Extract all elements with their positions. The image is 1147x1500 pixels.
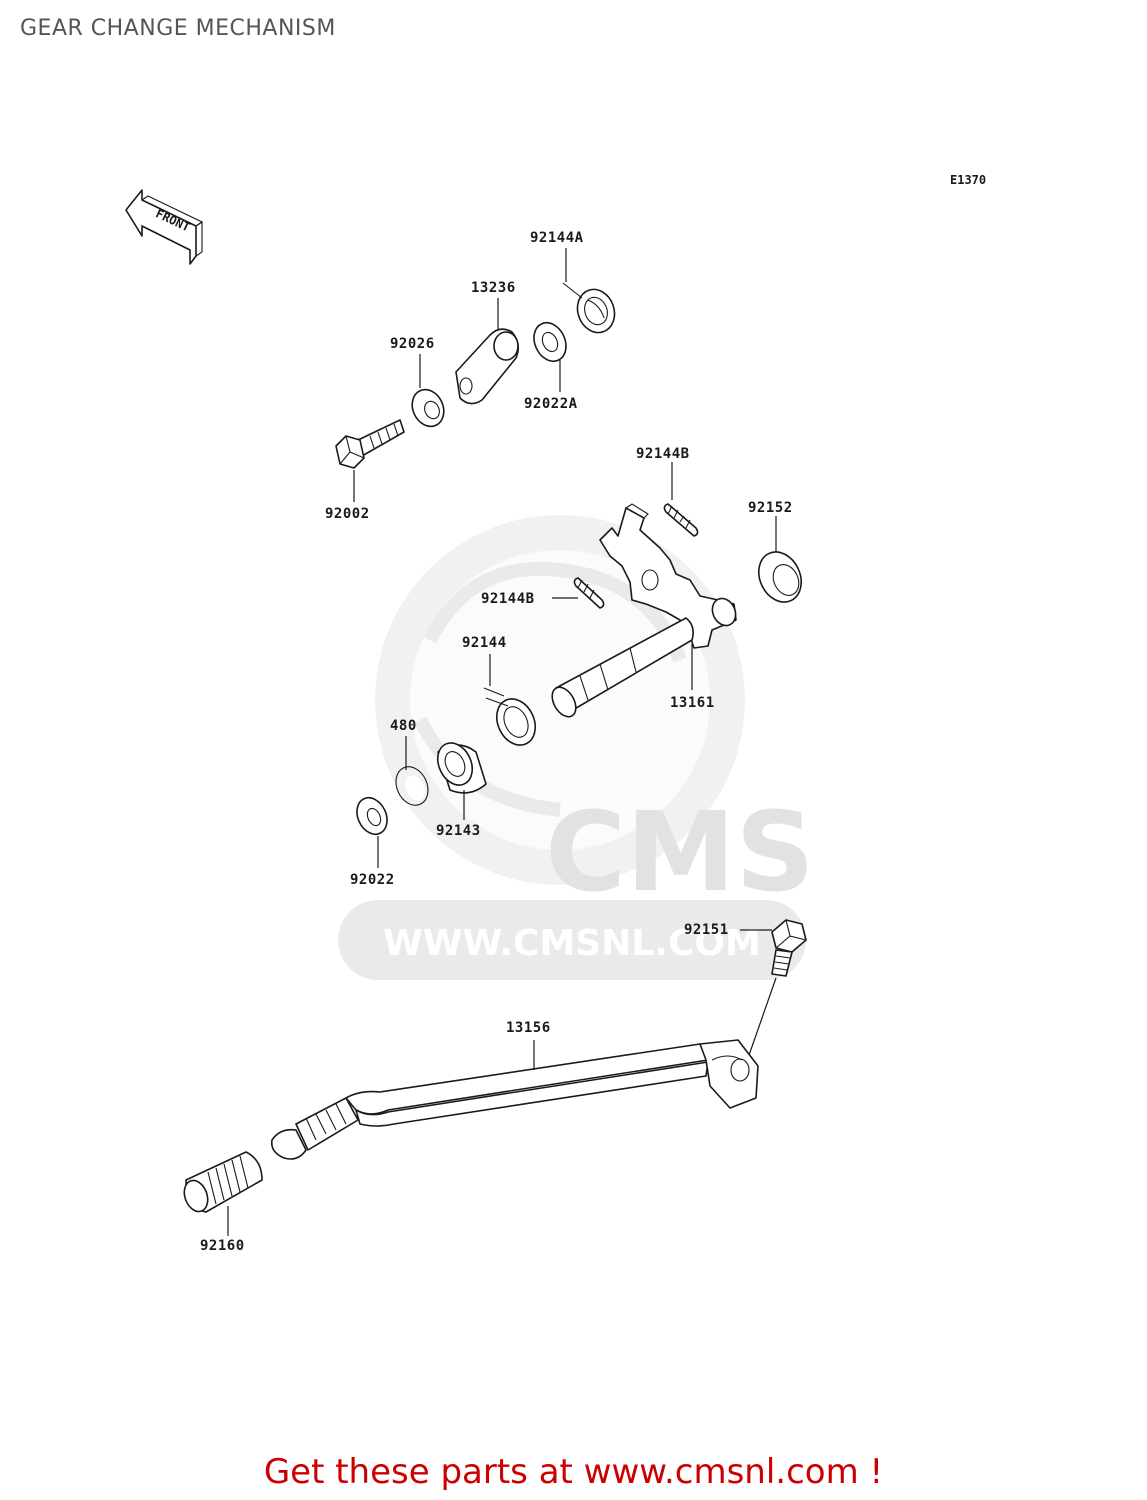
part-label-92144B-upper: 92144B bbox=[636, 446, 690, 462]
part-label-92160: 92160 bbox=[200, 1238, 245, 1254]
front-arrow-icon: FRONT bbox=[125, 189, 204, 265]
part-92151-bolt bbox=[771, 919, 807, 977]
part-label-92143: 92143 bbox=[436, 823, 481, 839]
diagram-code: E1370 bbox=[950, 173, 986, 187]
part-label-92144: 92144 bbox=[462, 635, 507, 651]
part-label-92002: 92002 bbox=[325, 506, 370, 522]
part-13236-arm bbox=[455, 328, 520, 405]
part-label-92151: 92151 bbox=[684, 922, 729, 938]
part-13161-shift-shaft bbox=[551, 503, 737, 718]
part-92144-spring bbox=[483, 687, 537, 746]
part-label-480: 480 bbox=[390, 718, 417, 734]
watermark-url: WWW.CMSNL.COM bbox=[383, 923, 761, 964]
part-label-92144B-lower: 92144B bbox=[481, 591, 535, 607]
part-92144B-lower-spring bbox=[573, 577, 605, 609]
part-label-92144A: 92144A bbox=[530, 230, 584, 246]
part-label-13161: 13161 bbox=[670, 695, 715, 711]
part-label-13236: 13236 bbox=[471, 280, 516, 296]
part-92026-bushing bbox=[411, 388, 445, 428]
part-92022-washer bbox=[356, 796, 388, 836]
part-92152-seal bbox=[758, 551, 802, 603]
watermark-brand: CMS bbox=[545, 788, 814, 916]
part-label-92022A: 92022A bbox=[524, 396, 578, 412]
part-480-circlip bbox=[395, 766, 429, 806]
part-label-92026: 92026 bbox=[390, 336, 435, 352]
part-13156-shift-pedal bbox=[270, 1039, 759, 1160]
part-label-92022: 92022 bbox=[350, 872, 395, 888]
part-92143-collar bbox=[436, 742, 487, 794]
part-92144B-upper-spring bbox=[663, 503, 699, 537]
part-92160-rubber bbox=[183, 1151, 263, 1213]
part-label-92152: 92152 bbox=[748, 500, 793, 516]
part-label-13156: 13156 bbox=[506, 1020, 551, 1036]
part-92144A-spring bbox=[562, 282, 616, 334]
part-92022A-washer bbox=[533, 321, 567, 363]
part-92002-bolt bbox=[335, 419, 405, 469]
page-title: GEAR CHANGE MECHANISM bbox=[20, 16, 336, 41]
footer-cta-link[interactable]: Get these parts at www.cmsnl.com ! bbox=[263, 1452, 884, 1492]
